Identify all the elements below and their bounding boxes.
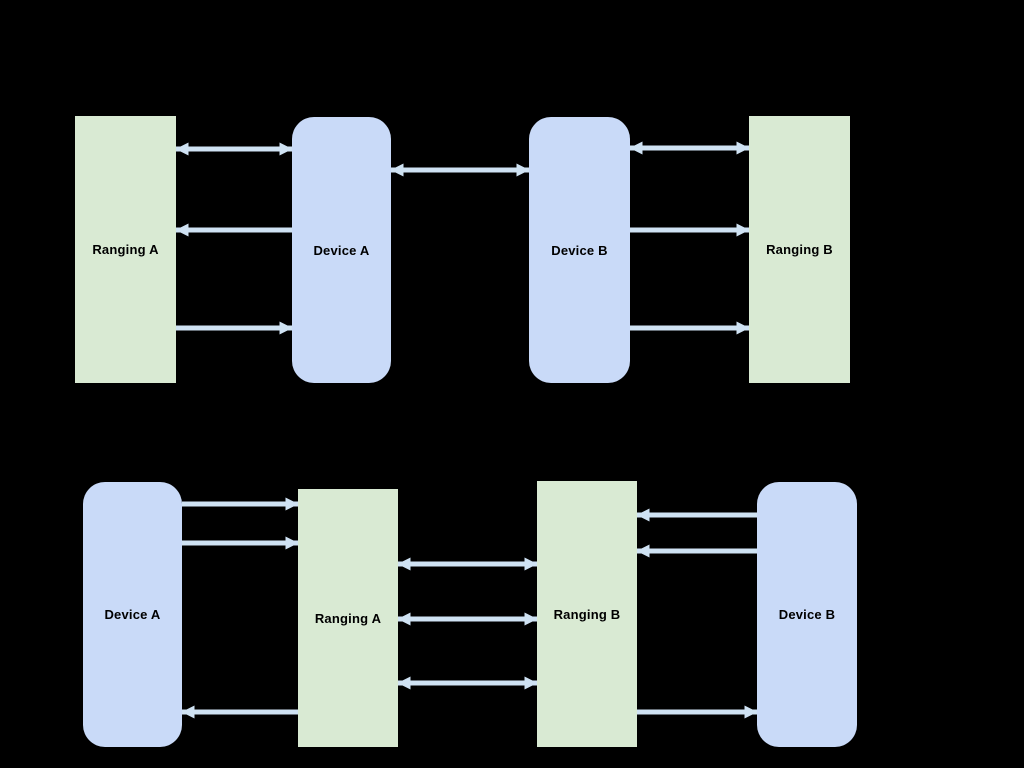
node-label-top-device-b: Device B bbox=[551, 242, 608, 258]
node-label-top-device-a: Device A bbox=[313, 242, 370, 258]
node-bottom-ranging-a: Ranging A bbox=[298, 489, 398, 747]
node-top-device-b: Device B bbox=[529, 117, 630, 383]
node-label-bottom-device-b: Device B bbox=[778, 607, 836, 622]
node-top-device-a: Device A bbox=[292, 117, 391, 383]
node-label-top-ranging-b: Ranging B bbox=[766, 242, 833, 257]
node-bottom-device-a: Device A bbox=[83, 482, 182, 747]
node-label-top-ranging-a: Ranging A bbox=[92, 242, 159, 257]
node-label-bottom-device-a: Device A bbox=[104, 607, 161, 622]
node-bottom-ranging-b: Ranging B bbox=[537, 481, 637, 747]
node-label-bottom-ranging-b: Ranging B bbox=[553, 606, 621, 622]
node-top-ranging-b: Ranging B bbox=[749, 116, 850, 383]
node-top-ranging-a: Ranging A bbox=[75, 116, 176, 383]
node-bottom-device-b: Device B bbox=[757, 482, 857, 747]
node-label-bottom-ranging-a: Ranging A bbox=[314, 610, 382, 626]
